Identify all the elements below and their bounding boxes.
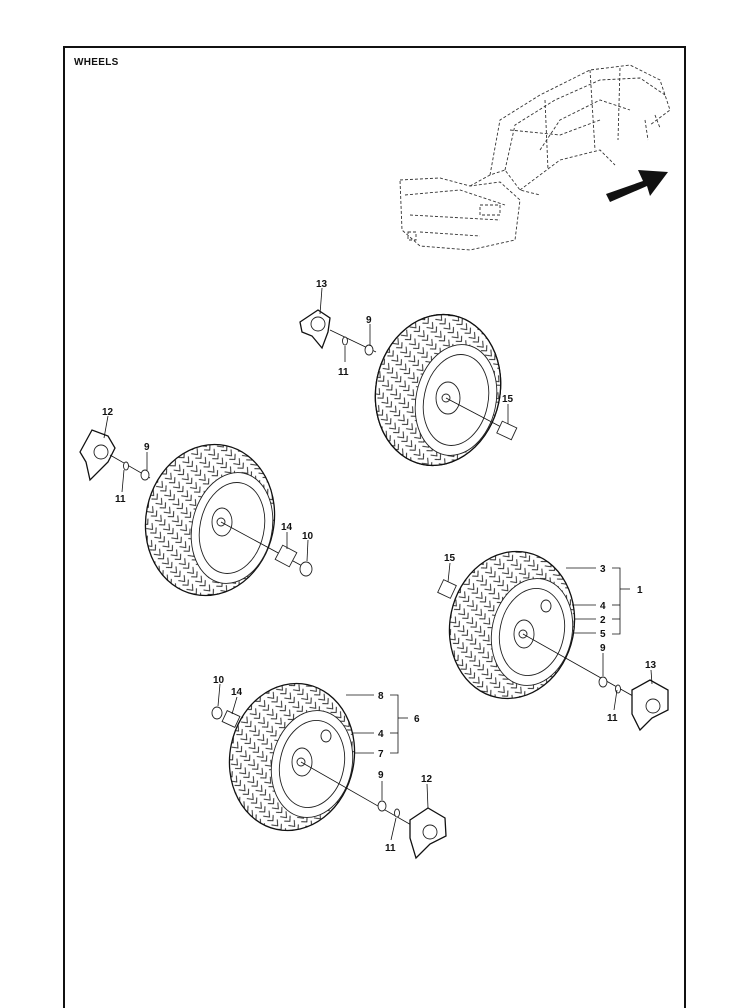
callout-10-left: 10: [302, 531, 314, 542]
callout-15-right: 15: [444, 553, 456, 564]
wheel-rear-right: [437, 550, 641, 701]
callout-12-bottom: 12: [421, 774, 433, 785]
washer-10-bottom: [211, 706, 223, 720]
callout-9-bottom: 9: [378, 770, 384, 781]
hub-cap-13-right: [631, 679, 669, 732]
hub-cap-12-bottom: [409, 807, 447, 860]
callout-13-top: 13: [316, 279, 328, 290]
callout-8: 8: [378, 691, 384, 702]
callout-9-top: 9: [366, 315, 372, 326]
callout-3: 3: [600, 564, 606, 575]
hub-cap-13-top: [299, 309, 377, 356]
callout-2: 2: [600, 615, 606, 626]
washer-10-left: [299, 561, 313, 577]
callout-11-right: 11: [607, 713, 618, 724]
diagram-frame: [63, 46, 686, 1008]
diagram-title: WHEELS: [74, 57, 119, 68]
callout-7: 7: [378, 749, 384, 760]
tractor-frame-overview: [399, 64, 671, 251]
callouts: 13 9 11 15 12 9 11 14 10 15 3 1 4 2 5 9 …: [102, 279, 657, 854]
callout-6: 6: [414, 714, 420, 725]
callout-13-right: 13: [645, 660, 657, 671]
bushing-15-right: [437, 579, 457, 599]
callout-9-left: 9: [144, 442, 150, 453]
hub-cap-12-left: [79, 429, 151, 482]
leader-lines: [103, 287, 653, 841]
callout-10-bottom: 10: [213, 675, 225, 686]
bushing-15-top: [496, 420, 518, 441]
callout-9-right: 9: [600, 643, 606, 654]
bushing-14-bottom: [221, 710, 241, 728]
callout-11-left: 11: [115, 494, 126, 505]
callout-4-right: 4: [600, 601, 606, 612]
wheel-front-left: [144, 443, 313, 597]
callout-11-top: 11: [338, 367, 349, 378]
callout-1: 1: [637, 585, 643, 596]
callout-15-top: 15: [502, 394, 514, 405]
bushing-14-left: [274, 544, 298, 568]
direction-arrow-icon: [606, 170, 668, 202]
callout-12-left: 12: [102, 407, 114, 418]
wheel-rear-top: [374, 313, 518, 467]
callout-14-bottom: 14: [231, 687, 243, 698]
wheel-front-bottom: [211, 682, 421, 832]
callout-14-left: 14: [281, 522, 293, 533]
callout-5: 5: [600, 629, 606, 640]
callout-4-bottom: 4: [378, 729, 384, 740]
callout-11-bottom: 11: [385, 843, 396, 854]
